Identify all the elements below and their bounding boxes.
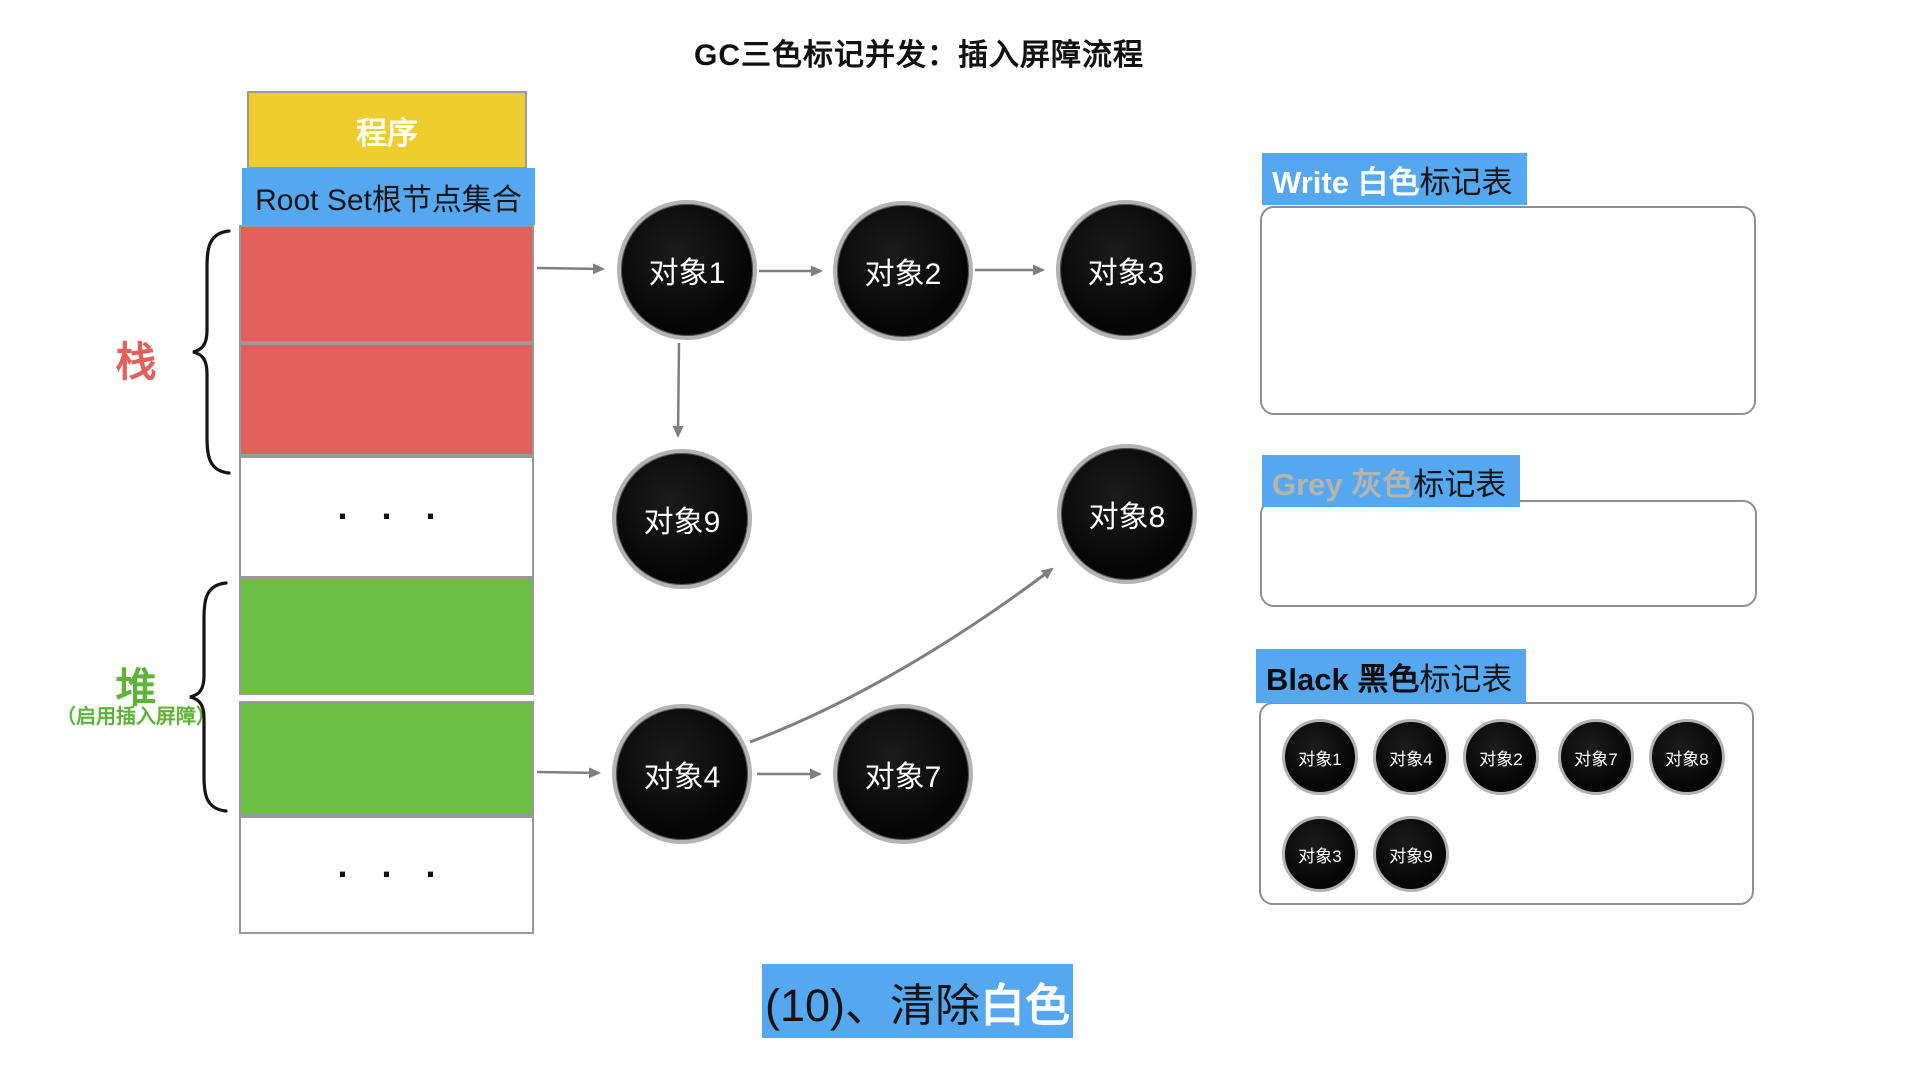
ellipsis-text: . . . <box>337 486 448 527</box>
stack-label: 栈 <box>115 339 157 385</box>
heap-slot-2 <box>239 701 534 816</box>
memory-gap-2: . . . <box>239 816 534 934</box>
black-table-item-obj3: 对象3 <box>1282 816 1358 892</box>
grey-table-box <box>1260 500 1757 607</box>
mini-node-label: 对象2 <box>1479 749 1523 769</box>
stack-slot-1 <box>239 225 534 343</box>
arrow-heap-to-obj4 <box>536 767 601 779</box>
mini-node-label: 对象4 <box>1389 749 1433 769</box>
black-table-item-obj8: 对象8 <box>1649 719 1725 795</box>
node-obj4: 对象4 <box>612 704 752 844</box>
node-obj2: 对象2 <box>833 201 973 341</box>
black-table-label-accent: Black 黑色 <box>1266 661 1420 697</box>
mini-node-label: 对象8 <box>1665 749 1709 769</box>
node-label: 对象1 <box>648 257 726 290</box>
black-table-item-obj7: 对象7 <box>1558 719 1634 795</box>
step-caption-highlight: 白色 <box>980 979 1071 1031</box>
white-table-box <box>1260 206 1756 415</box>
node-label: 对象2 <box>864 258 942 291</box>
heap-sublabel: （启用插入屏障） <box>56 706 216 728</box>
mini-node-label: 对象7 <box>1574 749 1618 769</box>
step-caption: (10)、清除白色 <box>762 964 1073 1038</box>
white-table-label-accent: Write 白色 <box>1272 164 1420 200</box>
node-label: 对象9 <box>643 506 721 539</box>
arrow-obj1-to-obj9 <box>672 342 684 438</box>
black-table-item-obj9: 对象9 <box>1373 816 1449 892</box>
step-caption-prefix: (10)、清除 <box>764 979 980 1031</box>
heap-label: 堆 <box>115 665 157 711</box>
black-table-label: Black 黑色标记表 <box>1256 649 1527 703</box>
grey-table-label-rest: 标记表 <box>1413 466 1507 502</box>
node-obj9: 对象9 <box>612 449 752 589</box>
mini-node-label: 对象9 <box>1389 846 1433 866</box>
black-table-item-obj1: 对象1 <box>1282 719 1358 795</box>
root-set-bar: Root Set根节点集合 <box>242 168 535 225</box>
program-label: 程序 <box>356 115 418 151</box>
mini-node-label: 对象3 <box>1298 846 1342 866</box>
heap-slot-1 <box>239 578 534 695</box>
black-table-label-rest: 标记表 <box>1419 661 1513 697</box>
node-label: 对象7 <box>864 761 942 794</box>
black-table-item-obj4: 对象4 <box>1373 719 1449 795</box>
node-label: 对象8 <box>1088 501 1166 534</box>
page-title: GC三色标记并发：插入屏障流程 <box>694 39 1144 72</box>
stack-slot-2 <box>239 343 534 456</box>
node-label: 对象4 <box>643 761 721 794</box>
arrow-root-to-obj1 <box>536 263 605 275</box>
black-table-item-obj2: 对象2 <box>1463 719 1539 795</box>
node-obj1: 对象1 <box>617 200 757 340</box>
grey-table-label: Grey 灰色标记表 <box>1262 455 1521 507</box>
node-obj8: 对象8 <box>1057 444 1197 584</box>
white-table-label-rest: 标记表 <box>1419 164 1513 200</box>
heap-brace <box>189 581 228 813</box>
node-obj3: 对象3 <box>1056 200 1196 340</box>
root-set-label: Root Set根节点集合 <box>255 183 522 217</box>
grey-table-label-accent: Grey 灰色 <box>1272 466 1414 502</box>
ellipsis-text: . . . <box>337 844 448 885</box>
node-obj7: 对象7 <box>833 704 973 844</box>
memory-gap-1: . . . <box>239 456 534 578</box>
program-box: 程序 <box>247 91 527 169</box>
stack-brace <box>192 229 231 475</box>
mini-node-label: 对象1 <box>1298 749 1342 769</box>
node-label: 对象3 <box>1087 257 1165 290</box>
white-table-label: Write 白色标记表 <box>1262 153 1527 205</box>
